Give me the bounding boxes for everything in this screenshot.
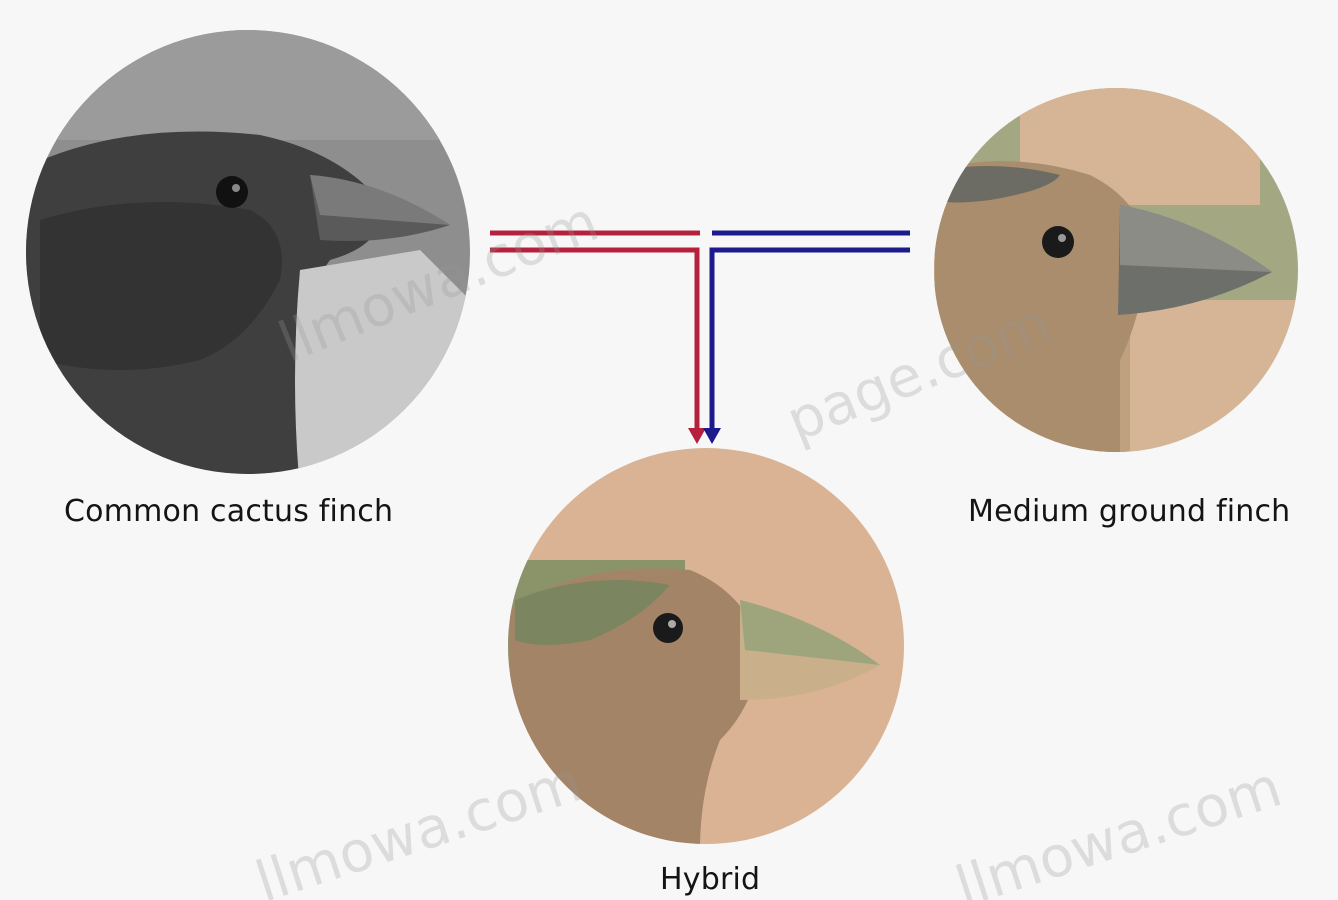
ground-arrowhead [703, 428, 721, 444]
ground-lineage-line [712, 250, 910, 432]
ground-lineage-connector [703, 233, 910, 444]
cactus-arrowhead [688, 428, 706, 444]
hybrid-finch-portrait [505, 445, 907, 850]
cactus-lineage-connector [490, 233, 706, 444]
ground-finch-label: Medium ground finch [968, 494, 1290, 529]
hybrid-finch-label: Hybrid [660, 862, 760, 897]
cactus-finch-label: Common cactus finch [64, 494, 393, 529]
cactus-finch-portrait [20, 20, 490, 490]
ground-finch-portrait [930, 85, 1300, 460]
cactus-lineage-line [490, 250, 697, 432]
